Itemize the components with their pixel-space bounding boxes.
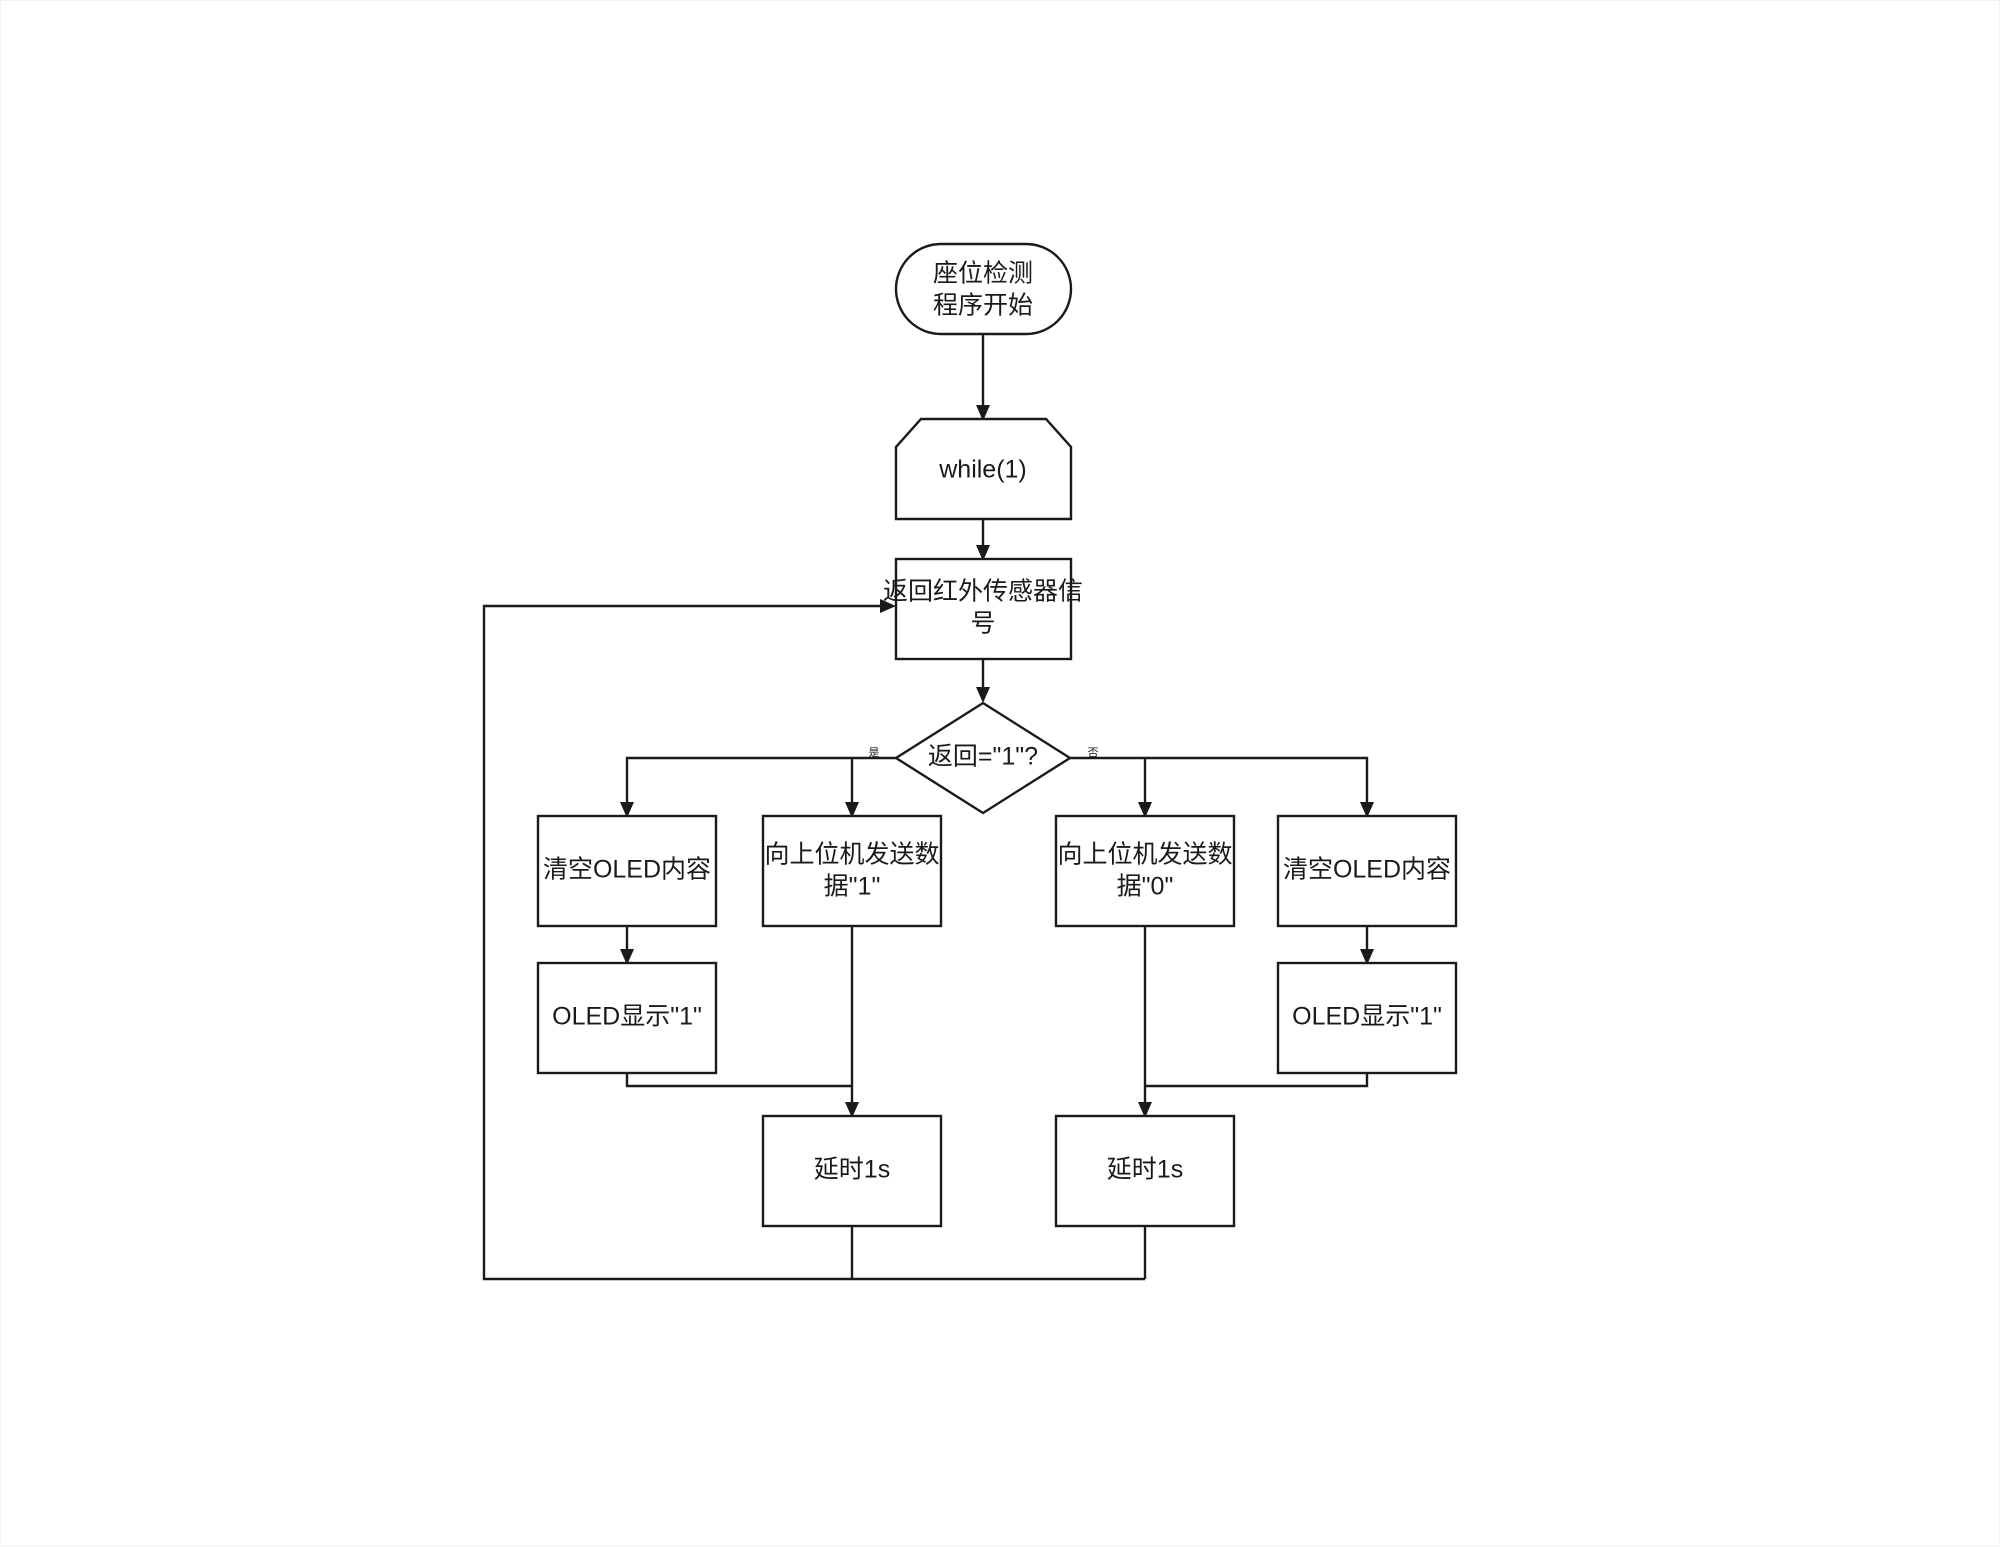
- clear-oled-yes-shape: [536, 814, 718, 928]
- clear-oled-yes-label: 清空OLED内容: [543, 856, 711, 884]
- while-loop-shape: [894, 417, 1073, 521]
- oled-show-yes-shape: [536, 961, 718, 1075]
- send-data-0-shape: [1054, 814, 1236, 928]
- delay-no-shape: [1054, 1114, 1236, 1228]
- node-layer: 座位检测 程序开始 while(1) 返回红外传感器信 号 返回="1"? 是: [536, 242, 1458, 1228]
- edge-send1-to-delay: [845, 926, 859, 1118]
- start-label-line2: 程序开始: [933, 292, 1033, 320]
- send-data-1-shape: [761, 814, 943, 928]
- send-data-1-label-line2: 据"1": [824, 873, 881, 901]
- delay-yes-label: 延时1s: [814, 1156, 890, 1184]
- edge-clear-to-oledshow-no: [1360, 926, 1374, 965]
- node-decision[interactable]: 返回="1"?: [893, 701, 1073, 815]
- branch-label-no: 否: [1088, 747, 1099, 759]
- decision-shape: [893, 701, 1073, 815]
- send-data-0-label-line2: 据"0": [1117, 873, 1174, 901]
- branch-label-yes: 是: [869, 746, 880, 759]
- edge-layer: [482, 334, 1374, 1281]
- edge-clear-to-oledshow-yes: [620, 926, 634, 965]
- oled-show-no-shape: [1276, 961, 1458, 1075]
- clear-oled-no-shape: [1276, 814, 1458, 928]
- send-data-0-label-line1: 向上位机发送数: [1057, 841, 1232, 869]
- read-sensor-shape: [894, 557, 1073, 661]
- start-label-line1: 座位检测: [933, 260, 1033, 288]
- read-sensor-label-line2: 号: [970, 610, 995, 638]
- edge-oledshow-yes-to-delay: [625, 1073, 852, 1088]
- node-delay-yes[interactable]: 延时1s: [761, 1114, 943, 1228]
- decision-label: 返回="1"?: [928, 743, 1038, 771]
- edge-oledshow-no-to-delay: [1145, 1073, 1369, 1088]
- edge-while-to-sensor: [976, 519, 990, 561]
- while-loop-label: while(1): [938, 456, 1027, 484]
- oled-show-yes-label: OLED显示"1": [552, 1003, 702, 1031]
- node-send-data-1[interactable]: 向上位机发送数 据"1": [761, 814, 943, 928]
- node-start[interactable]: 座位检测 程序开始: [894, 242, 1073, 336]
- node-while-loop[interactable]: while(1): [894, 417, 1073, 521]
- send-data-1-label-line1: 向上位机发送数: [764, 841, 939, 869]
- edge-start-to-while: [976, 334, 990, 421]
- node-oled-show-yes[interactable]: OLED显示"1": [536, 961, 718, 1075]
- edge-decision-yes-branch: [620, 756, 896, 818]
- node-oled-show-no[interactable]: OLED显示"1": [1276, 961, 1458, 1075]
- clear-oled-no-label: 清空OLED内容: [1283, 856, 1451, 884]
- delay-yes-shape: [761, 1114, 943, 1228]
- node-clear-oled-no[interactable]: 清空OLED内容: [1276, 814, 1458, 928]
- edge-decision-no-branch: [1070, 756, 1374, 818]
- edge-send0-to-delay: [1138, 926, 1152, 1118]
- edge-sensor-to-decision: [976, 659, 990, 703]
- node-clear-oled-yes[interactable]: 清空OLED内容: [536, 814, 718, 928]
- oled-show-no-label: OLED显示"1": [1292, 1003, 1442, 1031]
- delay-no-label: 延时1s: [1107, 1156, 1183, 1184]
- start-shape: [894, 242, 1073, 336]
- node-delay-no[interactable]: 延时1s: [1054, 1114, 1236, 1228]
- read-sensor-label-line1: 返回红外传感器信: [883, 578, 1083, 606]
- edge-loop-back: [482, 599, 1147, 1281]
- node-read-sensor[interactable]: 返回红外传感器信 号: [883, 557, 1083, 661]
- node-send-data-0[interactable]: 向上位机发送数 据"0": [1054, 814, 1236, 928]
